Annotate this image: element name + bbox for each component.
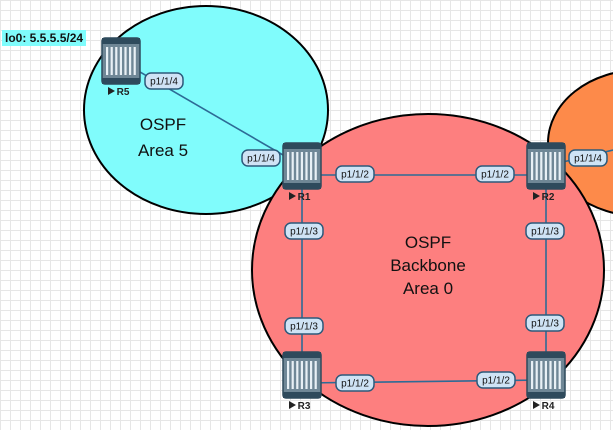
port-name: p1/1/4	[247, 154, 275, 165]
port-label-r1[interactable]: p1/1/4	[241, 149, 281, 167]
port-name: p1/1/4	[574, 154, 602, 165]
router-r1-icon[interactable]: R1	[282, 142, 322, 203]
ospf-backbone-label: Area 0	[403, 279, 453, 298]
router-name-label: R3	[298, 401, 311, 412]
play-icon	[533, 401, 540, 409]
ospf-area5-label: OSPF	[140, 115, 186, 134]
ospf-backbone-label: Backbone	[390, 256, 466, 275]
router-r3-icon[interactable]: R3	[282, 351, 322, 412]
router-r5-icon[interactable]: R5	[101, 37, 141, 98]
ospf-backbone-label: OSPF	[405, 233, 451, 252]
port-name: p1/1/3	[531, 319, 559, 330]
router-r4-icon[interactable]: R4	[526, 351, 566, 412]
port-name: p1/1/2	[341, 379, 369, 390]
port-name: p1/1/3	[290, 227, 318, 238]
play-icon	[533, 192, 540, 200]
router-r2-icon[interactable]: R2	[526, 142, 566, 203]
port-name: p1/1/4	[150, 77, 178, 88]
port-label-r5[interactable]: p1/1/4	[144, 72, 184, 90]
play-icon	[289, 192, 296, 200]
router-name-label: R5	[117, 87, 130, 98]
port-name: p1/1/2	[482, 376, 510, 387]
loopback-label: lo0: 5.5.5.5/24	[2, 30, 87, 46]
port-label-r2[interactable]: p1/1/2	[475, 165, 515, 183]
port-name: p1/1/3	[531, 227, 559, 238]
port-label-r3[interactable]: p1/1/2	[335, 374, 375, 392]
port-label-r4[interactable]: p1/1/3	[525, 314, 565, 332]
ports-layer: p1/1/4 p1/1/4 p1/1/2 p1/1/3 p1/1/2 p1/1/4 p1/1…	[144, 72, 608, 392]
router-name-label: R2	[542, 192, 555, 203]
router-name-label: R4	[542, 401, 555, 412]
port-label-r4[interactable]: p1/1/2	[476, 371, 516, 389]
play-icon	[108, 87, 115, 95]
port-label-r1[interactable]: p1/1/3	[284, 222, 324, 240]
port-name: p1/1/2	[481, 170, 509, 181]
port-label-r2[interactable]: p1/1/3	[525, 222, 565, 240]
port-name: p1/1/3	[290, 322, 318, 333]
play-icon	[289, 401, 296, 409]
ospf-backbone-ellipse	[251, 113, 605, 427]
port-label-r2[interactable]: p1/1/4	[568, 149, 608, 167]
router-name-label: R1	[298, 192, 311, 203]
port-label-r3[interactable]: p1/1/3	[284, 317, 324, 335]
ospf-area5-label: Area 5	[138, 141, 188, 160]
port-label-r1[interactable]: p1/1/2	[335, 165, 375, 183]
port-name: p1/1/2	[341, 170, 369, 181]
